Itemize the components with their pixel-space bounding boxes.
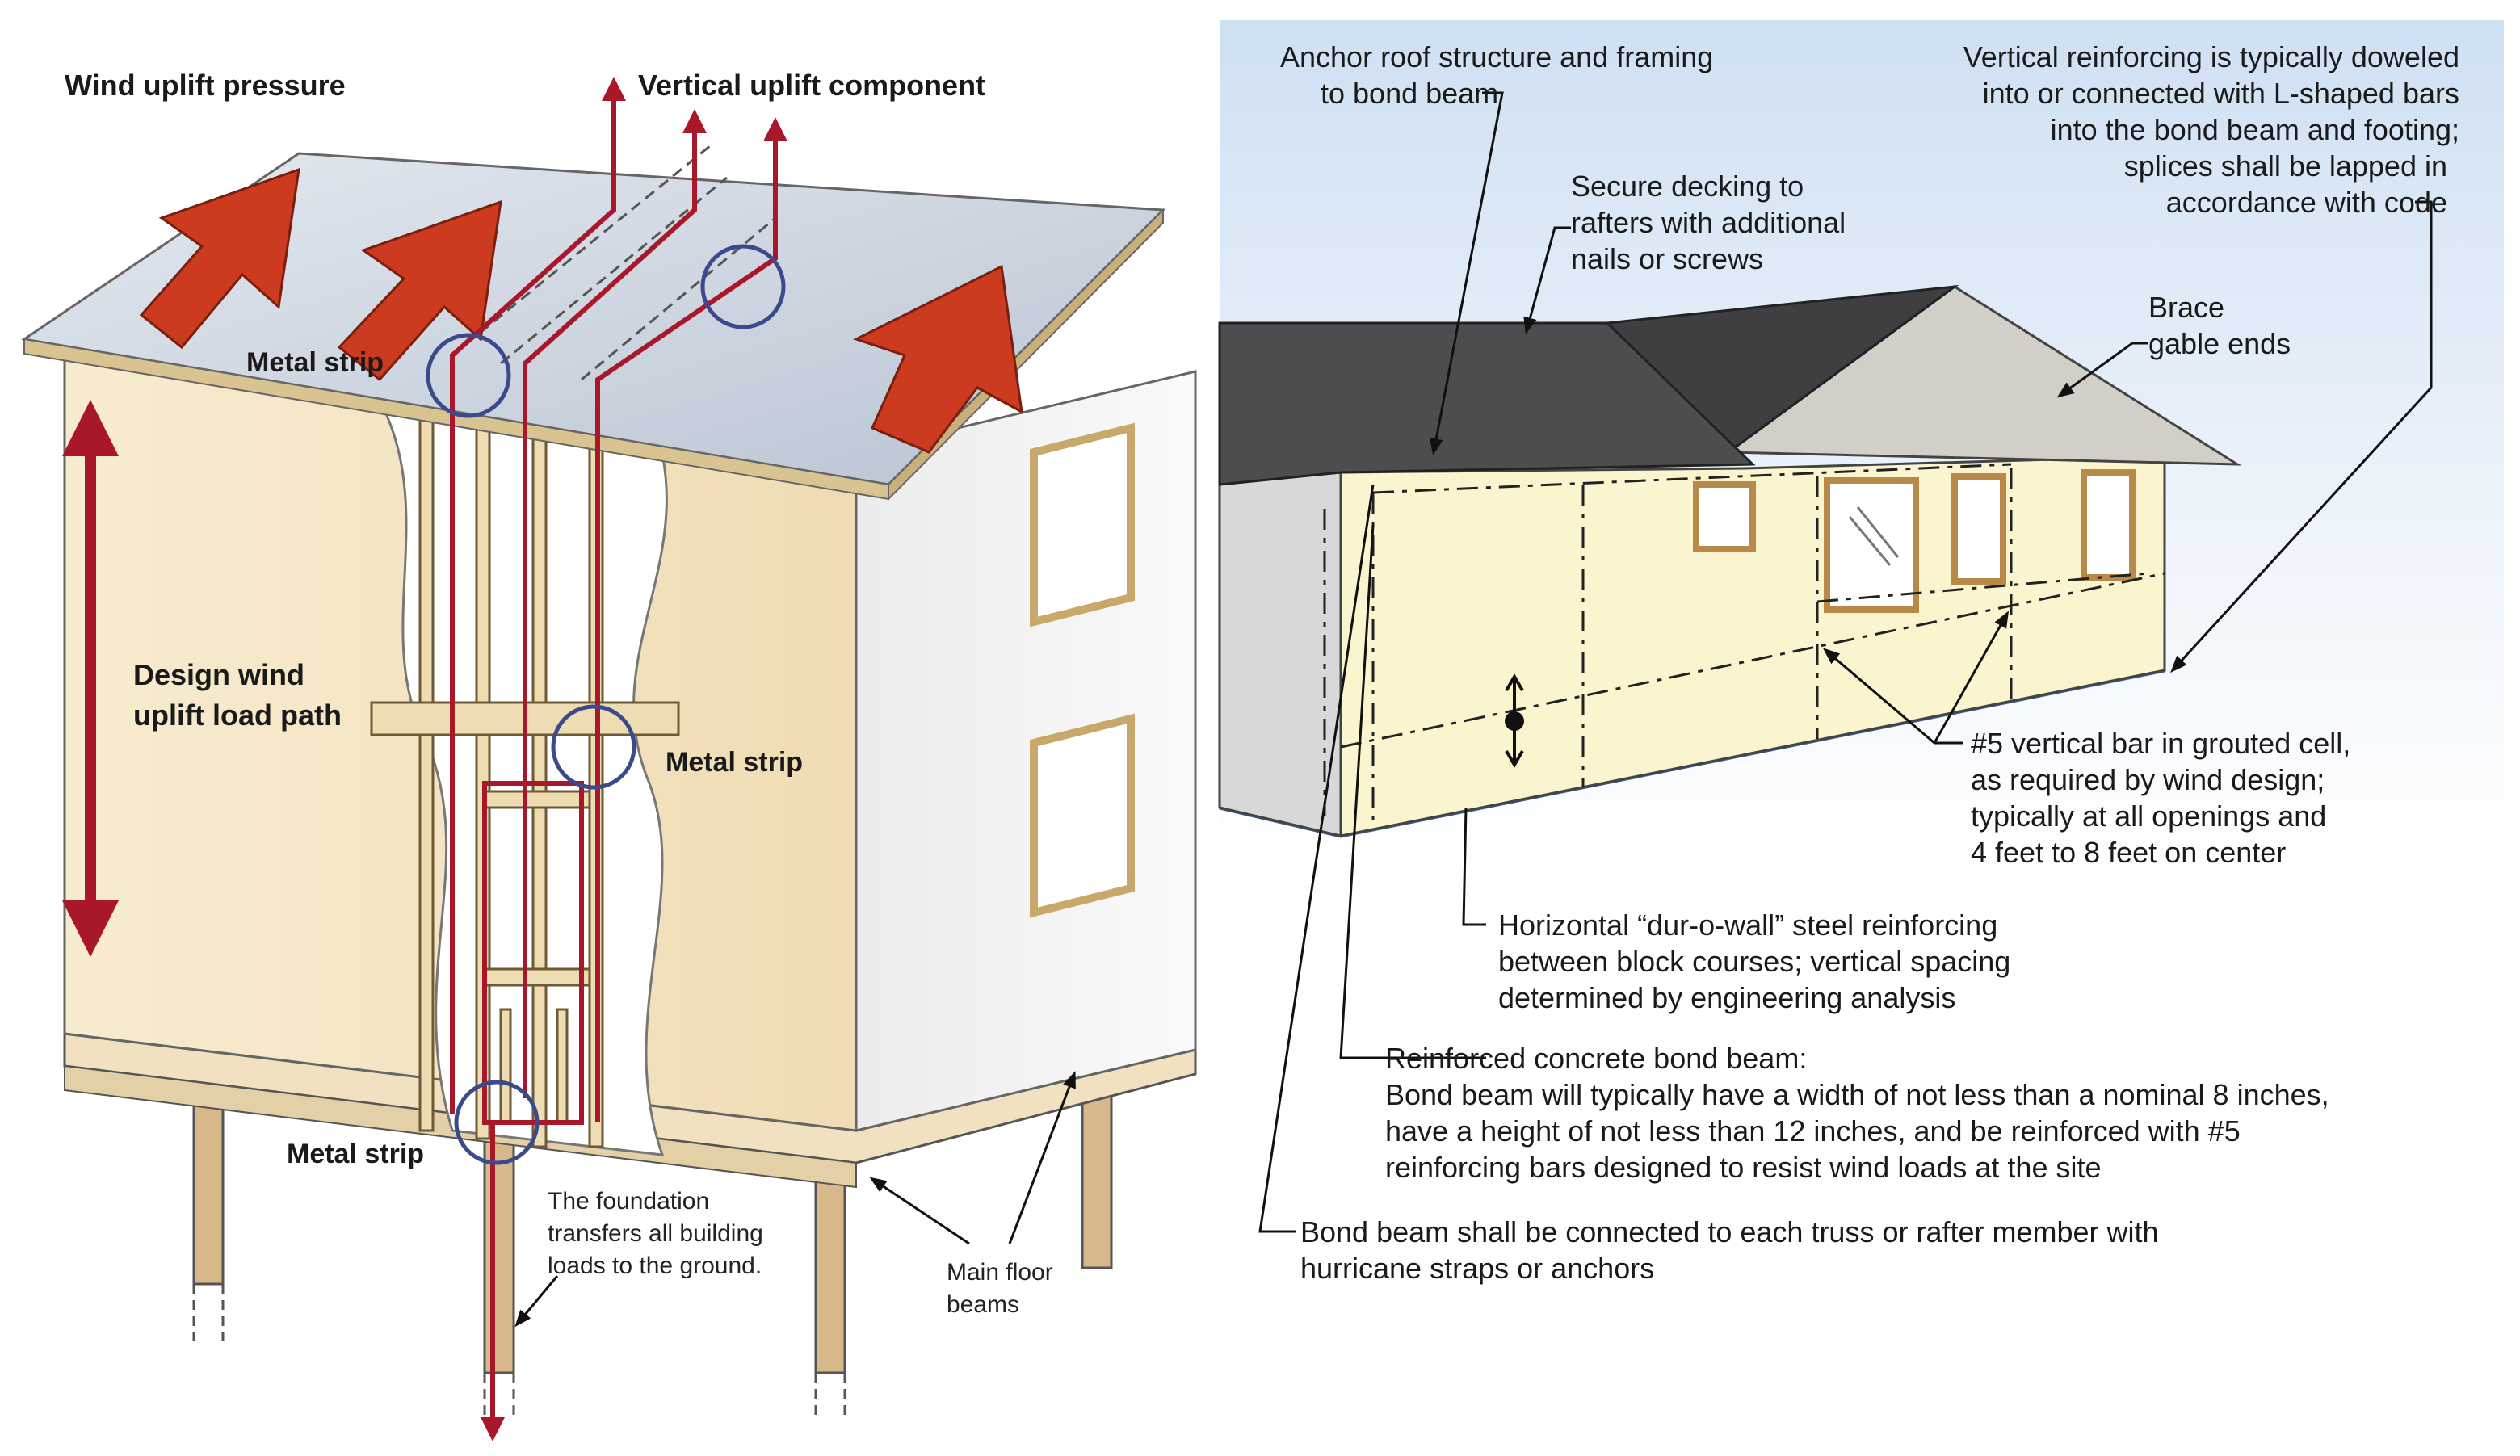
label-connect-1: Bond beam shall be connected to each tru… [1300,1215,2159,1248]
block-wall-windows [1693,469,2136,613]
wind-arrow-2 [337,199,502,382]
foundation-leader [514,1275,559,1328]
window-1 [1693,481,1756,552]
reinforcing-dash-lines [1323,463,2165,828]
label-decking-3: nails or screws [1571,242,1763,275]
main-roof [1218,321,1756,486]
callout-foundation-strap [454,1080,540,1165]
right-leader-lines [1258,91,2433,1233]
label-bondbeam-2: Bond beam will typically have a width of… [1385,1078,2329,1111]
label-anchor-1: Anchor roof structure and framing [1280,40,1713,73]
label-main-floor-2: beams [947,1291,1019,1318]
callout-roof-strap [426,333,511,418]
label-bondbeam-1: Reinforced concrete bond beam: [1385,1042,1807,1075]
label-decking-2: rafters with additional [1571,206,1846,239]
label-vertical-5: accordance with code [2166,186,2447,219]
label-horizontal-3: determined by engineering analysis [1498,981,1955,1014]
right-panel-masonry: Anchor roof structure and framing to bon… [1218,20,2504,1285]
label-foundation-2: transfers all building [548,1220,763,1247]
label-vertical-1: Vertical reinforcing is typically dowele… [1964,40,2459,73]
label-design-wind-1: Design wind [133,658,304,691]
end-wall [1218,471,1342,837]
label-bar-4: 4 feet to 8 feet on center [1971,836,2286,869]
window-3 [1951,473,2006,585]
callout-floor-strap [551,704,636,790]
wind-pressure-arrows [139,167,1023,454]
label-bondbeam-4: reinforcing bars designed to resist wind… [1385,1151,2101,1184]
window-2 [1824,477,1919,613]
label-wind-uplift-pressure: Wind uplift pressure [65,69,346,102]
label-horizontal-1: Horizontal “dur-o-wall” steel reinforcin… [1498,908,1997,942]
wind-arrow-1 [139,167,300,350]
label-brace-1: Brace [2148,291,2224,324]
label-bar-1: #5 vertical bar in grouted cell, [1971,727,2350,760]
vertical-uplift-path [450,77,788,1441]
label-foundation-3: loads to the ground. [548,1252,762,1279]
window-4 [2081,469,2136,581]
horizontal-reinforcing-marker [1505,673,1524,768]
label-metal-strip-roof: Metal strip [246,347,384,378]
callout-circles [426,244,786,1165]
label-connect-2: hurricane straps or anchors [1300,1252,1654,1285]
wind-arrow-3 [853,264,1023,454]
label-brace-2: gable ends [2148,327,2291,360]
label-foundation-1: The foundation [548,1188,709,1215]
roof-strap-lines [452,144,776,381]
label-vertical-uplift-component: Vertical uplift component [638,69,985,102]
callout-ridge-strap [700,244,786,329]
side-windows [1030,422,1135,918]
label-horizontal-2: between block courses; vertical spacing [1498,945,2010,978]
label-vertical-2: into or connected with L-shaped bars [1983,77,2459,110]
label-vertical-4: splices shall be lapped in [2124,149,2447,183]
label-main-floor-1: Main floor [947,1259,1053,1286]
label-vertical-3: into the bond beam and footing; [2051,113,2459,146]
left-panel-wood-frame: Wind uplift pressure Vertical uplift com… [21,69,1197,1441]
label-bar-2: as required by wind design; [1971,763,2325,796]
label-bar-3: typically at all openings and [1971,799,2326,833]
main-floor-beams-leaders [869,1071,1076,1245]
label-metal-strip-foundation: Metal strip [287,1139,424,1169]
label-decking-1: Secure decking to [1571,170,1804,203]
label-metal-strip-floor: Metal strip [666,747,803,778]
side-wall [855,370,1197,1132]
label-bondbeam-3: have a height of not less than 12 inches… [1385,1114,2241,1148]
label-design-wind-2: uplift load path [133,699,342,732]
label-anchor-2: to bond beam [1321,77,1498,110]
